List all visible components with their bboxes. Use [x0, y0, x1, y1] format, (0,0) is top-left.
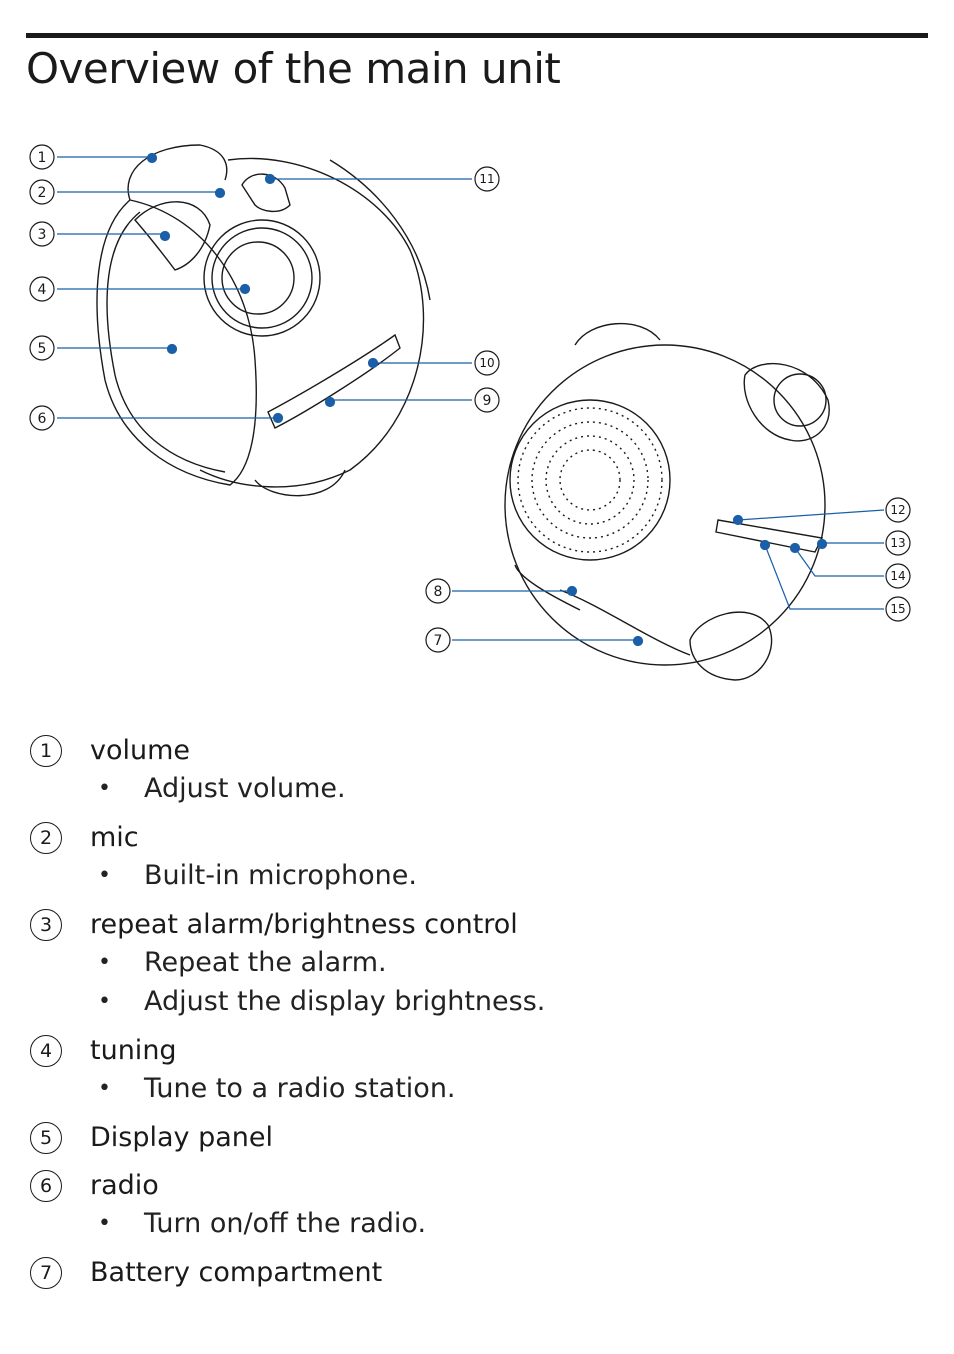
svg-text:14: 14: [890, 569, 905, 583]
component-list: 1 volume Adjust volume. 2 mic Built-in m…: [26, 733, 906, 1303]
callout-6: 6: [29, 405, 55, 431]
item-number-badge: 7: [30, 1257, 62, 1289]
svg-text:4: 4: [38, 282, 47, 298]
callout-15: 15: [885, 596, 911, 622]
callout-2: 2: [29, 179, 55, 205]
item-number-badge: 6: [30, 1170, 62, 1202]
svg-text:13: 13: [890, 536, 905, 550]
item-number-badge: 5: [30, 1122, 62, 1154]
callout-3: 3: [29, 221, 55, 247]
item-bullet: Adjust the display brightness.: [90, 982, 906, 1021]
item-bullet: Turn on/off the radio.: [90, 1204, 906, 1243]
callout-9: 9: [474, 387, 500, 413]
item-number-badge: 1: [30, 735, 62, 767]
list-item: 5 Display panel: [26, 1120, 906, 1156]
item-number-badge: 4: [30, 1035, 62, 1067]
svg-text:2: 2: [38, 185, 47, 201]
list-item: 2 mic Built-in microphone.: [26, 820, 906, 895]
item-bullet: Tune to a radio station.: [90, 1069, 906, 1108]
item-bullet: Adjust volume.: [90, 769, 906, 808]
svg-text:12: 12: [890, 503, 905, 517]
svg-text:8: 8: [434, 584, 443, 600]
item-bullet: Repeat the alarm.: [90, 943, 906, 982]
item-bullet: Built-in microphone.: [90, 856, 906, 895]
item-number-badge: 3: [30, 909, 62, 941]
svg-text:15: 15: [890, 602, 905, 616]
callout-1: 1: [29, 144, 55, 170]
item-number-badge: 2: [30, 822, 62, 854]
callout-7: 7: [425, 627, 451, 653]
callout-12: 12: [885, 497, 911, 523]
item-title: Display panel: [90, 1122, 274, 1153]
svg-text:5: 5: [38, 341, 47, 357]
callout-14: 14: [885, 563, 911, 589]
svg-text:7: 7: [434, 633, 443, 649]
callout-11: 11: [474, 166, 500, 192]
svg-text:3: 3: [38, 227, 47, 243]
item-title: repeat alarm/brightness control: [90, 909, 518, 940]
back-unit-illustration: [504, 322, 830, 681]
list-item: 4 tuning Tune to a radio station.: [26, 1033, 906, 1108]
callout-4: 4: [29, 276, 55, 302]
list-item: 7 Battery compartment: [26, 1255, 906, 1291]
item-title: volume: [90, 735, 191, 766]
list-item: 6 radio Turn on/off the radio.: [26, 1168, 906, 1243]
svg-text:11: 11: [479, 172, 494, 186]
item-title: mic: [90, 822, 139, 853]
leader-lines: [57, 152, 885, 647]
item-title: Battery compartment: [90, 1257, 383, 1288]
callout-13: 13: [885, 530, 911, 556]
svg-text:1: 1: [38, 150, 47, 166]
svg-text:6: 6: [38, 411, 47, 427]
top-rule: [26, 33, 928, 38]
item-title: radio: [90, 1170, 159, 1201]
svg-text:9: 9: [483, 393, 492, 409]
front-unit-illustration: [96, 144, 431, 497]
callout-5: 5: [29, 335, 55, 361]
list-item: 1 volume Adjust volume.: [26, 733, 906, 808]
item-title: tuning: [90, 1035, 177, 1066]
callout-markers: 1 2 3 4 5 6 7 8 9 10 11 12 13 14 15: [29, 144, 911, 653]
callout-8: 8: [425, 578, 451, 604]
product-diagram: 1 2 3 4 5 6 7 8 9 10 11 12 13 14 15: [29, 144, 911, 681]
svg-text:10: 10: [479, 356, 494, 370]
list-item: 3 repeat alarm/brightness control Repeat…: [26, 907, 906, 1021]
page-title: Overview of the main unit: [26, 44, 561, 93]
callout-10: 10: [474, 350, 500, 376]
